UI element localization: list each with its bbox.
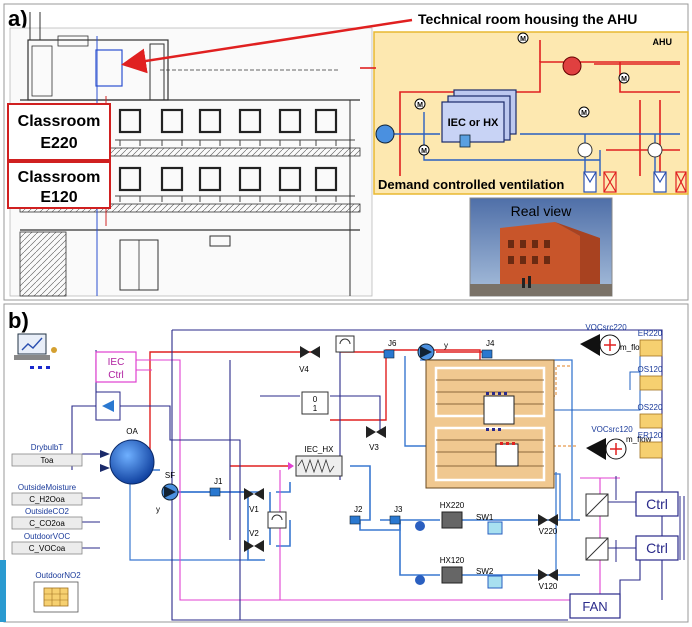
svg-text:VOCsrc220: VOCsrc220 xyxy=(585,323,627,332)
svg-text:M: M xyxy=(421,148,427,155)
junction-j1 xyxy=(210,488,220,496)
svg-text:OutsideCO2: OutsideCO2 xyxy=(25,507,70,516)
svg-text:J3: J3 xyxy=(394,505,403,514)
svg-text:V120: V120 xyxy=(539,582,558,591)
signal-mux-upper[interactable] xyxy=(586,494,608,516)
dcv-caption: Demand controlled ventilation xyxy=(378,177,564,192)
real-view-label: Real view xyxy=(511,203,573,219)
svg-text:Classroom: Classroom xyxy=(18,169,101,186)
os120-table[interactable]: OS120 xyxy=(638,365,663,390)
svg-text:ER220: ER220 xyxy=(638,329,663,338)
junction-j4 xyxy=(482,350,492,358)
svg-text:y: y xyxy=(444,341,448,350)
pump-loop-top[interactable] xyxy=(336,336,354,352)
controller-ctrl-lower[interactable]: Ctrl xyxy=(636,536,678,560)
panel-b-label: b) xyxy=(8,308,29,333)
controller-ctrl-upper[interactable]: Ctrl xyxy=(636,492,678,516)
iec-label: IEC xyxy=(108,357,125,368)
junction-j3 xyxy=(390,516,400,524)
junction-j2 xyxy=(350,516,360,524)
svg-text:SF: SF xyxy=(165,471,175,480)
signal-mux-lower[interactable] xyxy=(586,538,608,560)
svg-text:J1: J1 xyxy=(214,477,223,486)
svg-text:C_H2Ooa: C_H2Ooa xyxy=(29,495,65,504)
iec-controller-block[interactable]: IEC Ctrl xyxy=(96,352,136,382)
pump-loop-mid[interactable] xyxy=(268,512,286,528)
junction-j6 xyxy=(384,350,394,358)
svg-text:V220: V220 xyxy=(539,527,558,536)
constant-block[interactable]: 0 1 xyxy=(302,392,328,414)
svg-text:E220: E220 xyxy=(40,135,77,152)
svg-text:OS220: OS220 xyxy=(638,403,663,412)
table-icon xyxy=(640,442,662,458)
iec-ctrl-label: Ctrl xyxy=(108,370,124,381)
svg-text:M: M xyxy=(520,36,526,43)
svg-text:ER120: ER120 xyxy=(638,431,663,440)
svg-text:V1: V1 xyxy=(249,505,259,514)
svg-text:C_VOCoa: C_VOCoa xyxy=(29,544,66,553)
real-view-photo: Real view xyxy=(470,198,612,296)
damper-block[interactable] xyxy=(96,392,120,420)
svg-text:V3: V3 xyxy=(369,443,379,452)
oa-label: OA xyxy=(126,427,138,436)
svg-text:Classroom: Classroom xyxy=(18,113,101,130)
panel-a-label: a) xyxy=(8,6,28,31)
svg-text:SW1: SW1 xyxy=(476,513,494,522)
table-icon xyxy=(640,340,662,356)
svg-text:1: 1 xyxy=(313,404,318,413)
svg-text:IEC_HX: IEC_HX xyxy=(305,445,335,454)
table-icon xyxy=(640,414,662,428)
panel-a: a) xyxy=(4,4,688,300)
svg-text:M: M xyxy=(581,110,587,117)
svg-text:J4: J4 xyxy=(486,339,495,348)
er220-table[interactable]: ER220 xyxy=(638,329,663,356)
iec-or-hx-label: IEC or HX xyxy=(448,117,499,129)
ahu-room-callout: Technical room housing the AHU xyxy=(418,11,637,27)
svg-text:V2: V2 xyxy=(249,529,259,538)
svg-text:SW2: SW2 xyxy=(476,567,494,576)
svg-text:J6: J6 xyxy=(388,339,397,348)
svg-text:Ctrl: Ctrl xyxy=(646,496,668,512)
rooms-block[interactable] xyxy=(426,360,554,488)
drybulb-name: DrybulbT xyxy=(31,443,64,452)
ahu-pump-red-icon xyxy=(563,57,581,75)
edge-marker xyxy=(0,560,6,622)
outdoor-no2-input[interactable]: OutdoorNO2 xyxy=(34,571,81,612)
classroom-e120-label: Classroom E120 xyxy=(8,162,110,208)
drybulb-value: Toa xyxy=(41,456,54,465)
classroom-e220-label: Classroom E220 xyxy=(8,104,110,160)
svg-text:OutsideMoisture: OutsideMoisture xyxy=(18,483,77,492)
ahu-schematic: AHU xyxy=(360,32,688,194)
ahu-tag: AHU xyxy=(653,37,673,47)
svg-text:V4: V4 xyxy=(299,365,309,374)
svg-text:OutdoorVOC: OutdoorVOC xyxy=(24,532,70,541)
ahu-fan-icon xyxy=(376,125,394,143)
table-icon xyxy=(640,376,662,390)
svg-text:J2: J2 xyxy=(354,505,363,514)
os220-table[interactable]: OS220 xyxy=(638,403,663,428)
svg-text:FAN: FAN xyxy=(582,599,607,614)
svg-text:HX220: HX220 xyxy=(440,501,465,510)
svg-text:Ctrl: Ctrl xyxy=(646,540,668,556)
coil-icon xyxy=(578,143,592,157)
svg-text:M: M xyxy=(417,102,423,109)
svg-text:VOCsrc120: VOCsrc120 xyxy=(591,425,633,434)
panel-b: b) xyxy=(0,304,688,622)
svg-text:C_CO2oa: C_CO2oa xyxy=(29,519,65,528)
coil-icon xyxy=(648,143,662,157)
fan-controller-block[interactable]: FAN xyxy=(570,594,620,618)
svg-text:0: 0 xyxy=(313,395,318,404)
svg-text:E120: E120 xyxy=(40,189,77,206)
svg-text:y: y xyxy=(156,505,160,514)
svg-text:OS120: OS120 xyxy=(638,365,663,374)
svg-text:HX120: HX120 xyxy=(440,556,465,565)
table-icon xyxy=(44,588,68,606)
er120-table[interactable]: ER120 xyxy=(638,431,663,458)
outside-moisture-input[interactable]: OutsideMoisture C_H2Ooa xyxy=(12,483,82,505)
svg-text:M: M xyxy=(621,76,627,83)
svg-text:OutdoorNO2: OutdoorNO2 xyxy=(35,571,81,580)
